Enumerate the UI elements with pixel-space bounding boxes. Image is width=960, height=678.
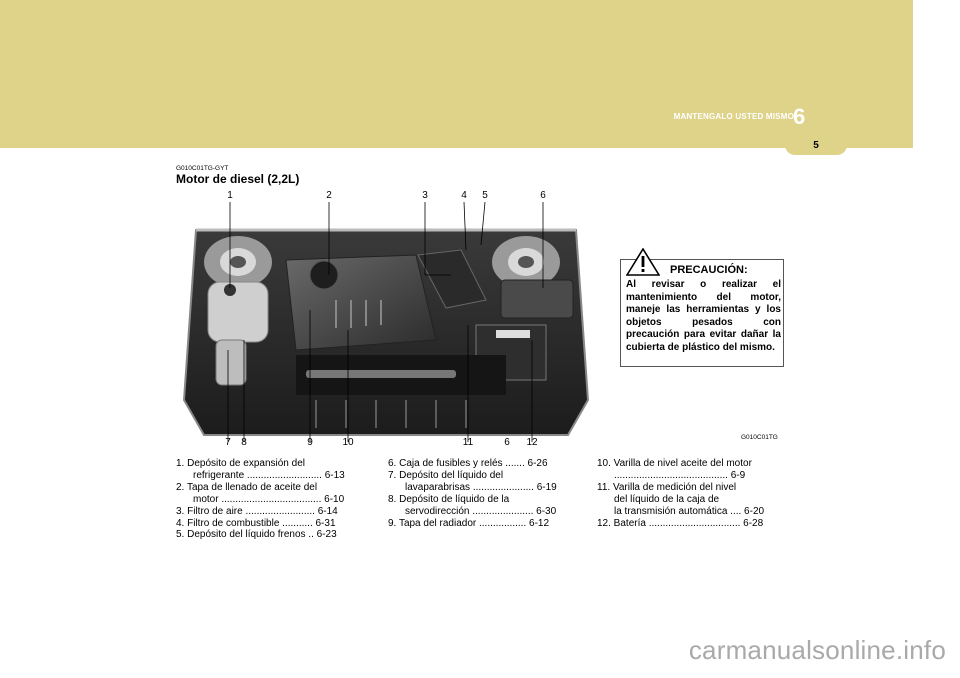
caution-box: PRECAUCIÓN: Al revisar o realizar el man… xyxy=(620,259,784,367)
engine-photo xyxy=(182,201,590,442)
warning-triangle-icon xyxy=(626,248,660,276)
parts-list-col3: 10. Varilla de nivel aceite del motor...… xyxy=(597,458,783,529)
callout-10: 10 xyxy=(342,437,354,448)
callout-12: 12 xyxy=(526,437,538,448)
callout-8: 8 xyxy=(241,437,247,448)
reference-code: G010C01TG-GYT xyxy=(176,165,229,172)
callout-1: 1 xyxy=(227,190,233,201)
callout-4: 4 xyxy=(461,190,467,201)
page-number: 5 xyxy=(813,140,819,151)
list-item: 12. Batería ............................… xyxy=(597,517,764,529)
list-item: 5. Depósito del líquido frenos .. 6-23 xyxy=(176,529,337,541)
callout-7: 7 xyxy=(225,437,231,448)
list-item: 3. Filtro de aire ......................… xyxy=(176,505,338,517)
list-item: 6. Caja de fusibles y relés ....... 6-26 xyxy=(388,458,548,469)
chapter-section-title: MANTENGALO USTED MISMO xyxy=(673,112,794,121)
photo-code: G010C01TG xyxy=(741,434,778,441)
callout-5: 5 xyxy=(482,190,488,201)
caution-title: PRECAUCIÓN: xyxy=(670,264,748,276)
caution-text: Al revisar o realizar el mantenimiento d… xyxy=(626,279,781,353)
chapter-number: 6 xyxy=(793,104,806,129)
section-title: Motor de diesel (2,2L) xyxy=(176,172,300,186)
page-number-tab: 5 xyxy=(785,135,847,155)
list-item: 9. Tapa del radiador ................. 6… xyxy=(388,517,550,529)
watermark: carmanualsonline.info xyxy=(688,635,946,665)
header-band xyxy=(0,0,913,148)
callout-6-bottom: 6 xyxy=(504,437,510,448)
callout-11: 11 xyxy=(462,437,474,448)
list-item: 10. Varilla de nivel aceite del motor...… xyxy=(597,458,752,481)
callout-9: 9 xyxy=(307,437,313,448)
callout-6: 6 xyxy=(540,190,546,201)
list-item: 4. Filtro de combustible ........... 6-3… xyxy=(176,517,336,529)
parts-list-col2: 6. Caja de fusibles y relés ....... 6-26… xyxy=(388,458,574,529)
callout-2: 2 xyxy=(326,190,332,201)
callout-3: 3 xyxy=(422,190,428,201)
